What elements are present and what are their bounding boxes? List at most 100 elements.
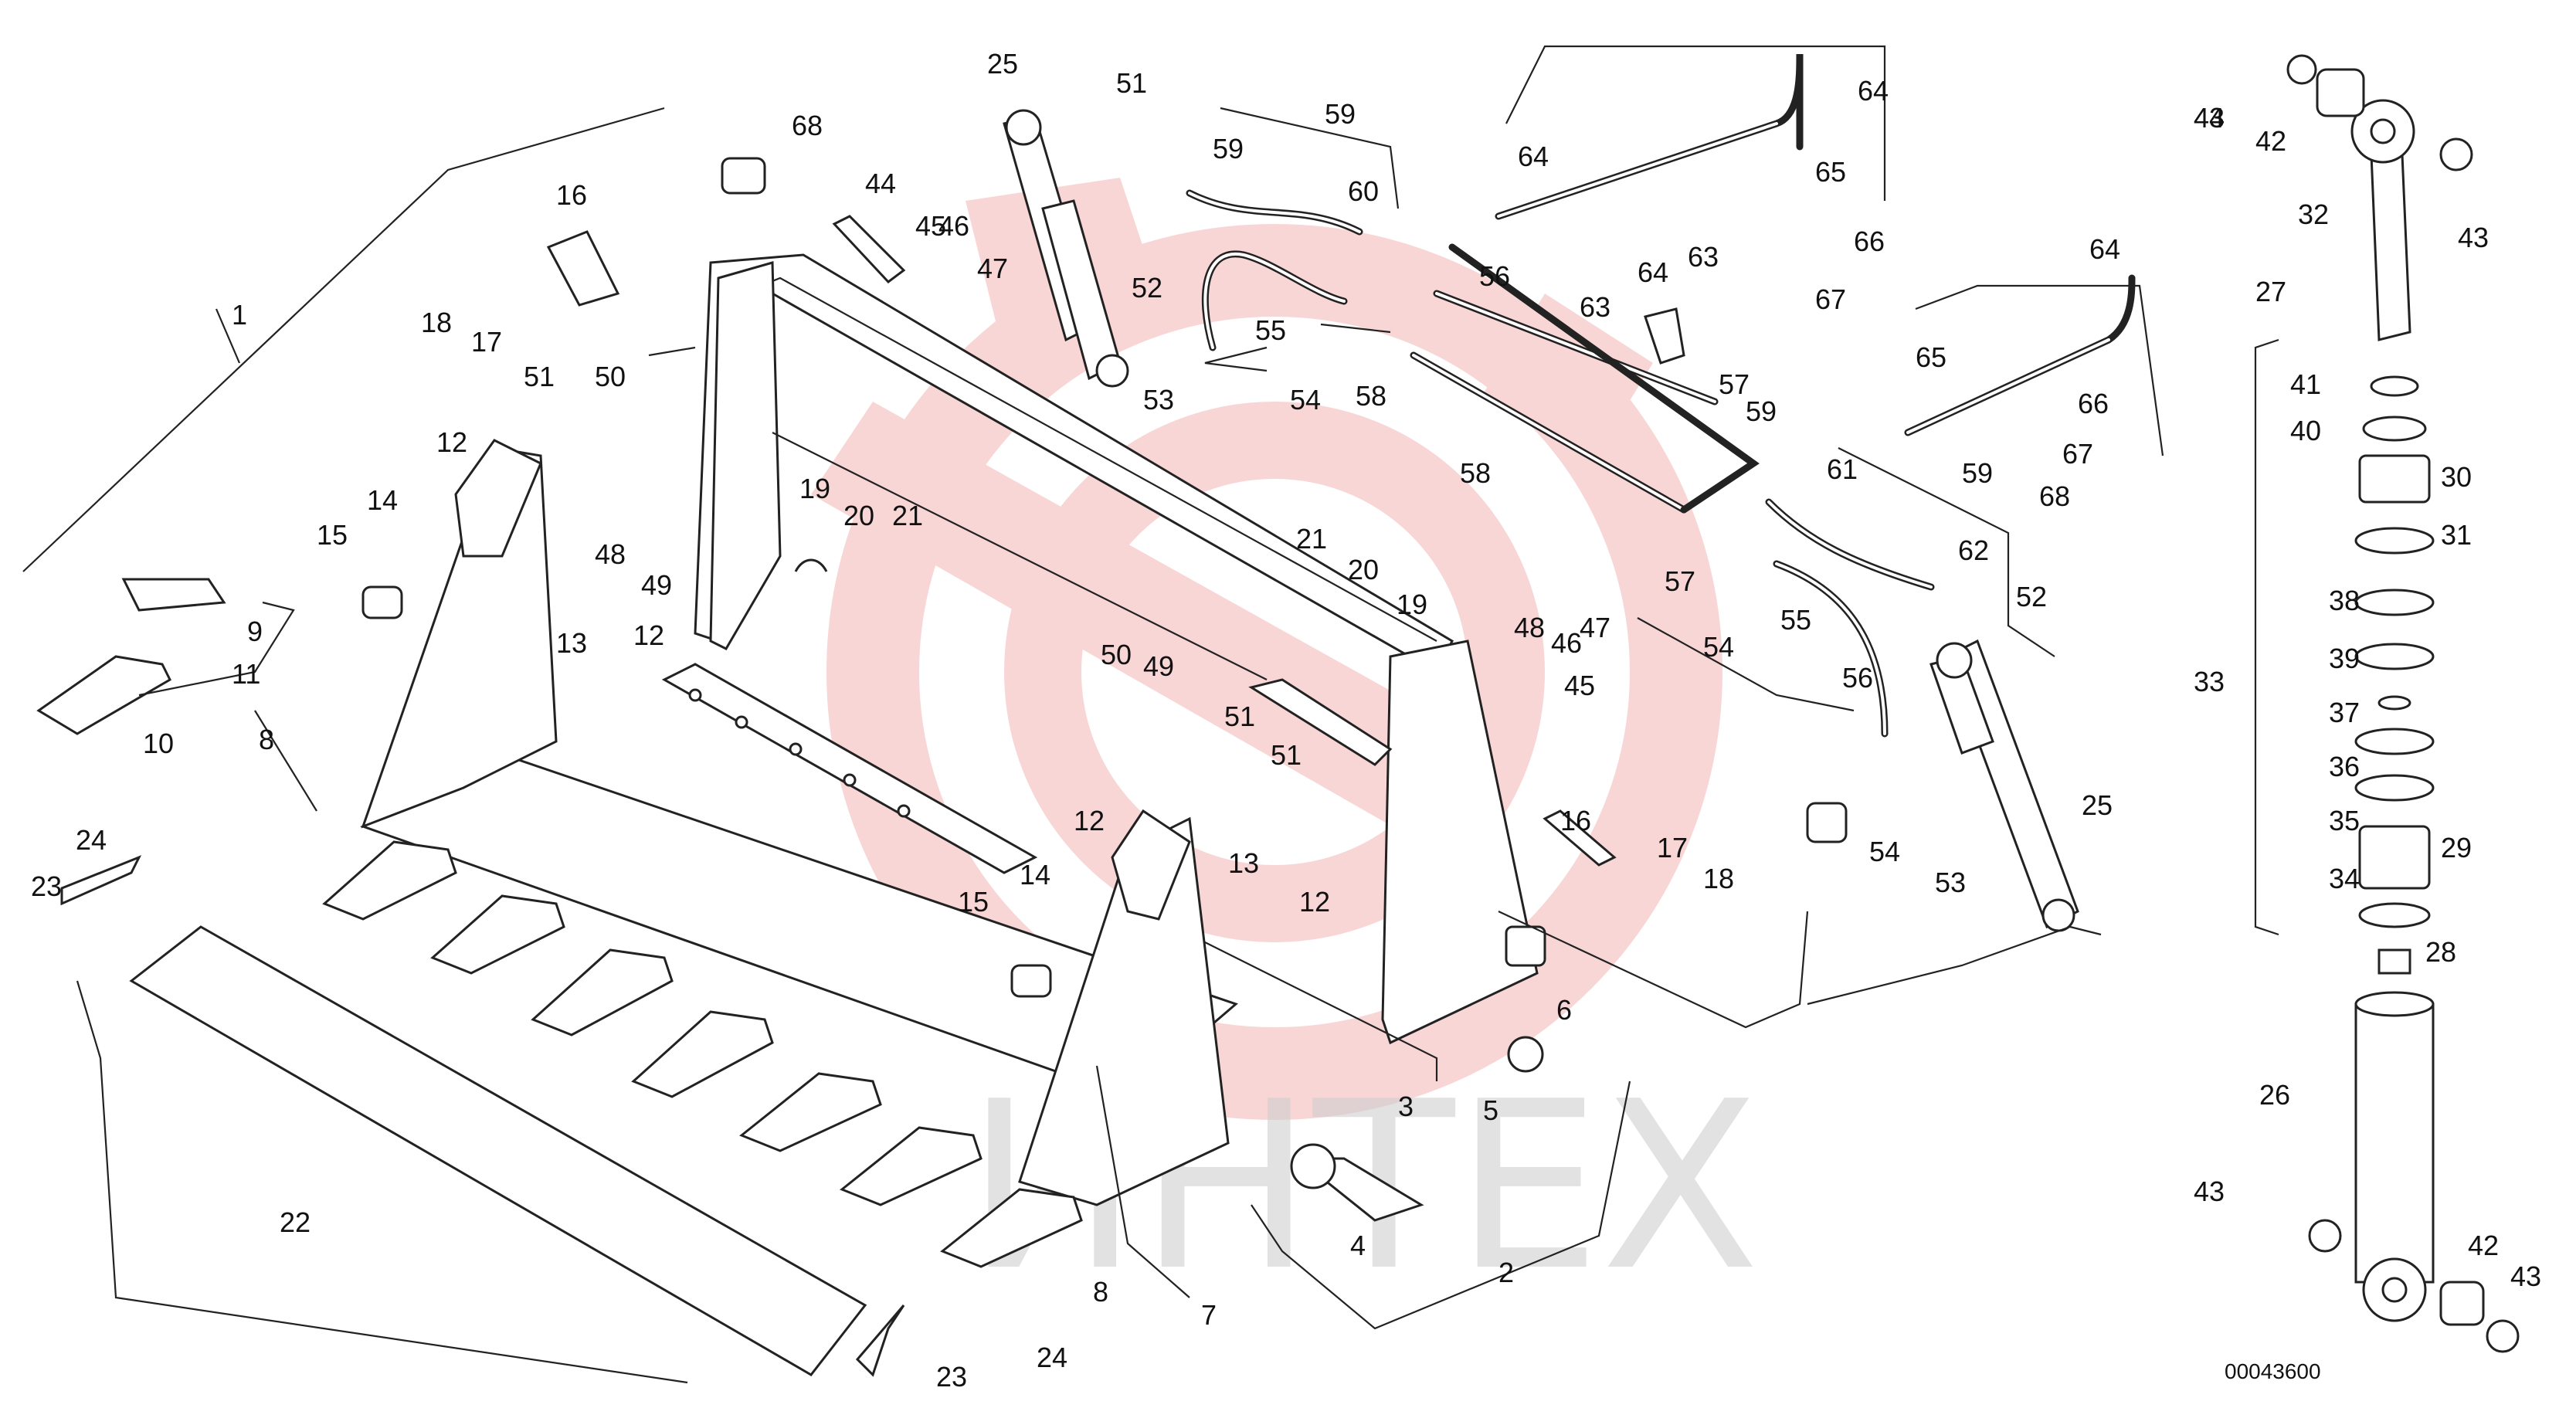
bucket-assembly (129, 253, 1539, 1376)
callout: 15 (317, 519, 348, 551)
callout: 43 (2458, 222, 2489, 253)
callout: 67 (1815, 283, 1846, 315)
callout: 45 (915, 210, 946, 242)
callout: 8 (1093, 1276, 1108, 1308)
callout: 36 (2329, 751, 2360, 782)
callout: 66 (1854, 226, 1885, 257)
callout: 64 (2089, 233, 2120, 265)
callout: 52 (2016, 581, 2047, 612)
callout: 65 (1815, 156, 1846, 188)
callout: 17 (471, 326, 502, 358)
callout: 11 (232, 658, 260, 690)
callout: 54 (1703, 631, 1734, 663)
callout: 66 (2078, 388, 2109, 419)
callout: 32 (2298, 198, 2329, 230)
callout: 14 (367, 484, 398, 516)
callout: 19 (1397, 589, 1427, 620)
bolt-on-edge (129, 925, 867, 1376)
callout: 64 (1858, 75, 1889, 107)
callout: 43 (2194, 102, 2225, 134)
callout: 23 (936, 1361, 967, 1393)
callout: 59 (1962, 457, 1993, 489)
callout: 54 (1869, 836, 1900, 867)
callout: 64 (1638, 256, 1668, 288)
callout: 18 (421, 307, 452, 338)
callout: 51 (1224, 701, 1255, 732)
callout: 68 (792, 110, 823, 141)
callout: 55 (1255, 314, 1286, 346)
callout: 39 (2329, 643, 2360, 674)
callout: 40 (2290, 415, 2321, 446)
callout: 6 (1556, 994, 1572, 1026)
callout: 9 (247, 616, 263, 647)
callout: 60 (1348, 175, 1379, 207)
callout: 10 (143, 728, 174, 759)
callout: 68 (2039, 480, 2070, 512)
callout: 51 (1271, 739, 1302, 771)
callout: 61 (1827, 453, 1858, 485)
callout: 8 (259, 724, 274, 755)
callout: 26 (2259, 1079, 2290, 1111)
callout: 1 (232, 299, 247, 331)
callout: 63 (1580, 291, 1610, 323)
callout: 15 (958, 886, 989, 918)
callout: 58 (1460, 457, 1491, 489)
callout: 51 (524, 361, 555, 392)
callout: 50 (595, 361, 626, 392)
callout: 53 (1143, 384, 1174, 416)
callout: 56 (1479, 260, 1510, 292)
callout: 25 (987, 48, 1018, 80)
callout: 37 (2329, 697, 2360, 728)
callout: 43 (2510, 1260, 2541, 1292)
callout: 55 (1780, 604, 1811, 636)
cylinder-assembly-exploded (2254, 54, 2520, 1353)
callout: 59 (1746, 395, 1777, 427)
callout: 24 (1037, 1342, 1067, 1373)
callout: 63 (1688, 241, 1719, 273)
callout: 44 (865, 168, 896, 199)
hydraulic-hoses (1186, 53, 2136, 738)
callout: 22 (280, 1206, 311, 1238)
callout: 59 (1325, 98, 1356, 130)
callout: 47 (1580, 612, 1610, 643)
callout: 38 (2329, 585, 2360, 616)
callout: 52 (1132, 272, 1162, 304)
callout: 21 (892, 500, 923, 531)
callout: 47 (977, 253, 1008, 284)
callout: 7 (1201, 1299, 1217, 1331)
bucket-teeth (322, 840, 1083, 1268)
callout: 13 (556, 627, 587, 659)
callout: 20 (843, 500, 874, 531)
cutting-edge (661, 663, 1038, 874)
callout: 21 (1296, 523, 1327, 555)
callout: 18 (1703, 863, 1734, 894)
callout: 3 (1398, 1091, 1414, 1122)
callout: 48 (595, 538, 626, 570)
callout: 17 (1657, 832, 1688, 863)
callout: 49 (641, 569, 672, 601)
callout: 12 (633, 619, 664, 651)
callout: 65 (1916, 341, 1946, 373)
callout: 28 (2425, 936, 2456, 968)
callout: 12 (1299, 886, 1330, 918)
callout: 24 (76, 824, 107, 856)
callout: 30 (2441, 461, 2472, 493)
callout: 35 (2329, 805, 2360, 836)
callout: 46 (938, 210, 969, 242)
callout: 57 (1719, 368, 1750, 400)
callout: 42 (2255, 125, 2286, 157)
callout: 56 (1842, 662, 1873, 694)
hydraulic-cylinder-right (1929, 639, 2079, 932)
callout: 64 (1518, 141, 1549, 172)
small-parts (36, 157, 1848, 1377)
callout: 62 (1958, 534, 1989, 566)
callout: 25 (2082, 789, 2113, 821)
callout: 49 (1143, 650, 1174, 682)
callout-labels: 1 2 3 4 5 6 7 8 8 9 10 11 12 12 12 12 13… (31, 48, 2541, 1393)
callout: 41 (2290, 368, 2321, 400)
callout: 54 (1290, 384, 1321, 416)
callout: 43 (2194, 1176, 2225, 1207)
callout: 29 (2441, 832, 2472, 863)
callout: 57 (1665, 565, 1695, 597)
hydraulic-cylinder-left (1003, 109, 1129, 388)
